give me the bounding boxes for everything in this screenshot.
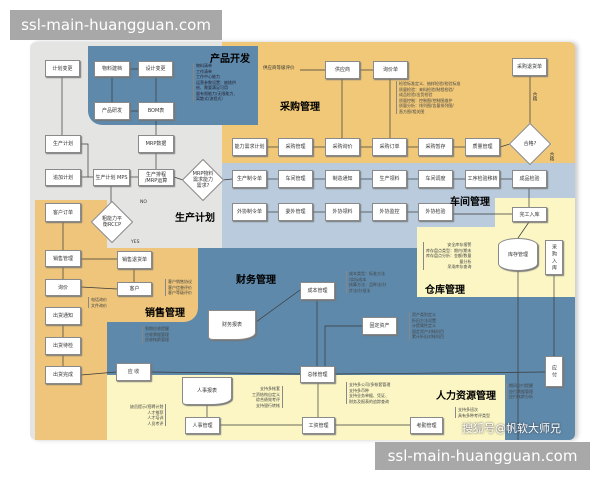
node-product-inspect: 成品检验 (512, 170, 547, 188)
node-attendance: 考勤管理 (410, 417, 443, 434)
note-customer: 客户销售协议 客户信誉评价 客户等级评价 (165, 279, 192, 296)
decision-label: 合格? (523, 141, 537, 147)
watermark-bottom: ssl-main-huangguan.com (375, 442, 590, 470)
node-purchase-mgmt: 采购管理 (278, 138, 313, 156)
section-title-purchase: 采购管理 (280, 102, 320, 113)
node-mrp-calc: 生产排程 /MRP运算 (138, 169, 174, 186)
note-hr: 缺员提示/招聘计划 人才推荐 人才培训 人员考评 (128, 404, 167, 426)
node-inquiry: 询价 (45, 279, 81, 296)
label-qualified-1: 合格 (532, 92, 537, 101)
note-product-dev: 物料清单 工作清单 工作中心能力 运营参数设置：被挑供 给、需要满足可用 量有限… (193, 63, 237, 102)
node-prod-order: 生产制令单 (232, 170, 267, 188)
source-watermark: 搜狐号@帆软大师兄 (462, 422, 561, 435)
node-plan-change: 计划变更 (45, 60, 80, 77)
node-payable: 应付 (545, 356, 563, 387)
node-outsource-monitor: 外协监控 (372, 203, 407, 221)
node-quality-mgmt: 质量管理 (465, 138, 500, 156)
node-product-rd: 产品研发 (94, 102, 130, 120)
node-sales-return: 销售退货单 (117, 251, 152, 269)
section-title-workshop: 车间管理 (450, 197, 490, 208)
node-workshop-mgmt: 车间管理 (278, 170, 313, 188)
node-outsource-mgmt: 委外管理 (278, 203, 313, 221)
node-ship-notice: 出货通知 (45, 307, 81, 325)
node-supplier: 供应商 (325, 61, 360, 79)
node-cust-order: 客户订单 (45, 203, 81, 222)
node-purchase-temp: 采购暂存 (418, 138, 453, 156)
node-process-inspect: 工序检验移转 (465, 170, 500, 188)
note-attendance: 支持多班次 具有多种考评类型 (455, 407, 490, 418)
node-add-plan: 追加计划 (45, 169, 81, 186)
note-receivable: 到期应收提醒 应收票据管理 应收帐龄管理 (142, 326, 169, 343)
section-title-finance: 财务管理 (236, 275, 276, 286)
note-ledger: 支持多公司/多帐套管理 支持多币种 支持业务单据、凭证、 财务及报表的追踪查询 (346, 382, 390, 404)
section-title-sales: 销售管理 (145, 308, 185, 319)
node-outsource-order: 外协制令单 (232, 203, 267, 221)
node-purchase-inquiry: 采购询价 (325, 138, 360, 156)
section-title-hr: 人力资源管理 (436, 391, 496, 402)
node-workshop-dispatch: 车间调度 (418, 170, 453, 188)
note-warehouse: 安全库存报警 库存盘点类型：期内/期末 库存盘点分析：金额/数量 量分析 呆滞库… (423, 242, 471, 270)
decision-mrp-need: MRP物料需求能力需求? (183, 160, 223, 200)
node-receivable: 应 收 (116, 363, 151, 381)
node-purchase-return: 采购退货单 (512, 58, 547, 76)
decision-label: MRP物料需求能力需求? (192, 171, 214, 189)
note-fixed-assets: 资产类别定义 折旧方法设置 计提属性定义 固定资产对帐科目 累计折旧对帐科目 (409, 312, 444, 340)
node-outsource-material: 外协领料 (325, 203, 360, 221)
note-quality: 检验标准定义、抽样检验/检验标准 质量检验：来料检验/制程检验/ 成品检验/出货… (396, 81, 460, 114)
node-design-change: 设计变更 (138, 61, 173, 77)
note-cost: 成本类型：标准方法 /实际成本 核算方法：品种法/分 步法/分批法 (346, 271, 386, 293)
node-cost-mgmt: 成本管理 (300, 282, 335, 300)
node-purchase-order: 采购订单 (372, 138, 407, 156)
node-sales-mgmt: 销售管理 (45, 250, 81, 267)
node-mrp-data: MRP数据 (138, 135, 174, 153)
label-qualified-2: 合格 (549, 152, 554, 161)
node-inquiry-sheet: 询价单 (373, 61, 408, 79)
decision-qualified: 合格? (510, 124, 550, 164)
label-no: NO (140, 200, 147, 205)
decision-rccp: 粗能力平衡RCCP (92, 202, 132, 242)
section-title-production-plan: 生产计划 (175, 213, 215, 224)
decision-label: 粗能力平衡RCCP (101, 216, 122, 228)
node-material-file: 物料建档 (94, 61, 130, 77)
node-mps: 生产计划 MPS (93, 169, 130, 186)
node-hr-report: 人事报表 (182, 377, 232, 405)
node-bom: BOM表 (138, 102, 174, 120)
node-ledger: 总帐管理 (300, 366, 335, 383)
label-yes: YES (131, 240, 140, 245)
node-ship-inspect: 出货待检 (45, 337, 81, 355)
node-prod-material: 生产领料 (372, 170, 407, 188)
note-inquiry: 电话询价 文件询价 (88, 297, 107, 308)
node-finished-stock: 完工入库 (512, 207, 547, 222)
node-outsource-inspect: 外协检验 (418, 203, 453, 221)
section-title-product-dev: 产品开发 (210, 54, 250, 65)
node-fixed-assets: 固定资产 (362, 317, 397, 335)
node-finance-report: 财务报表 (208, 310, 256, 340)
node-inventory: 库存管理 (498, 238, 538, 271)
node-payroll: 工资管理 (302, 417, 335, 434)
node-ship-done: 出货完成 (45, 366, 81, 384)
node-mfg-notice: 制造通知 (325, 170, 360, 188)
node-capacity-plan: 能力需求计划 (232, 138, 267, 156)
watermark-top: ssl-main-huangguan.com (10, 10, 222, 40)
node-purchase-stockin: 采购入库 (545, 240, 563, 275)
note-payroll: 支持多帐套 工资结构自定义 综合绩效考评 支持银行转帐 (250, 386, 283, 408)
node-customer: 客户 (117, 282, 152, 296)
node-hr-mgmt: 人事管理 (185, 417, 220, 434)
section-title-warehouse: 仓库管理 (425, 285, 465, 296)
node-prod-plan: 生产计划 (45, 135, 81, 153)
label-supplier-rating: 供应商等级评价 (263, 66, 295, 71)
note-payable: 期间应付提醒 应付票据管理 应付帐龄分析 (506, 383, 533, 400)
